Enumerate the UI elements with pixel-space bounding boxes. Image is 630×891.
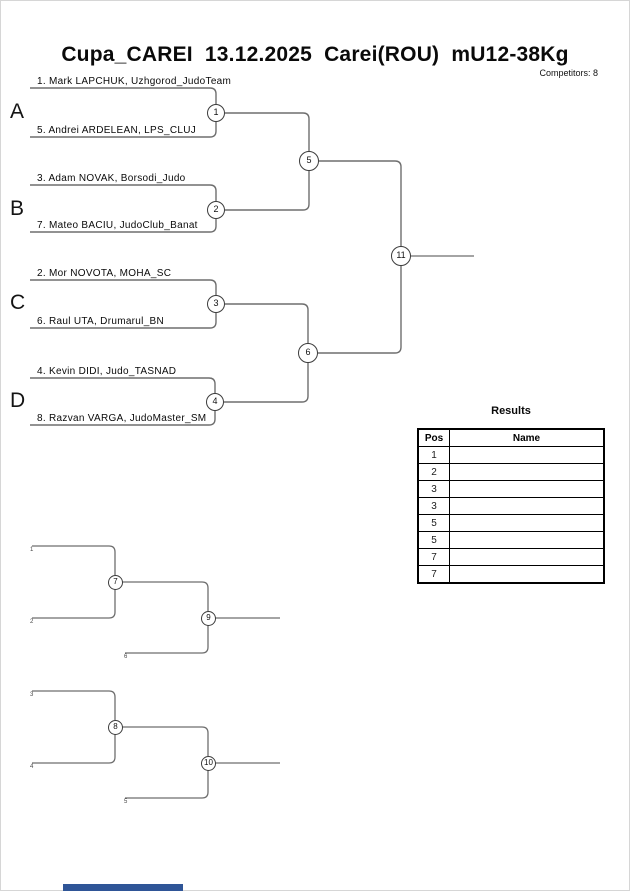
repechage2-line-bottom (125, 770, 209, 799)
match-circle-10: 10 (201, 756, 216, 771)
repechage-slot-label: 5 (124, 799, 128, 805)
competitor-name: 1. Mark LAPCHUK, Uzhgorod_JudoTeam (37, 76, 232, 87)
results-row: 1 (417, 446, 605, 464)
repechage1-line-top (32, 545, 116, 575)
repechage2-line-top (32, 690, 116, 720)
competitor-name: 2. Mor NOVOTA, MOHA_SC (37, 268, 172, 279)
competitor-name: 4. Kevin DIDI, Judo_TASNAD (37, 366, 177, 377)
competitor-name: 5. Andrei ARDELEAN, LPS_CLUJ (37, 125, 197, 136)
results-pos-cell: 3 (417, 480, 450, 498)
bracket-line-d-bottom (30, 411, 216, 426)
bracket-line-a-bottom (30, 122, 217, 138)
section-letter-d: D (10, 389, 26, 412)
footer-blue-bar (63, 884, 183, 891)
section-letter-b: B (10, 197, 25, 220)
results-name-cell (449, 514, 605, 532)
match-circle-3: 3 (207, 295, 225, 313)
results-row: 2 (417, 463, 605, 481)
results-row: 7 (417, 548, 605, 566)
results-name-cell (449, 565, 605, 584)
bracket-line-c-out (225, 303, 309, 343)
bracket-line-d-top (30, 377, 216, 393)
results-name-cell (449, 463, 605, 481)
repechage-slot-label: 6 (124, 654, 128, 660)
competitor-name: 7. Mateo BACIU, JudoClub_Banat (37, 220, 198, 231)
bracket-line-a-out (225, 112, 310, 151)
results-table: Pos Name 1 2 3 3 5 5 7 (417, 428, 605, 584)
match-circle-4: 4 (206, 393, 224, 411)
match-circle-11-final: 11 (391, 246, 411, 266)
repechage-slot-label: 2 (30, 619, 34, 625)
bracket-line-b-bottom (30, 219, 217, 233)
results-pos-cell: 3 (417, 497, 450, 515)
match-circle-2: 2 (207, 201, 225, 219)
bracket-line-c-bottom (30, 313, 217, 329)
results-name-cell (449, 548, 605, 566)
competitor-name: 8. Razvan VARGA, JudoMaster_SM (37, 413, 207, 424)
bracket-line-d-out (224, 363, 309, 403)
page-title: Cupa_CAREI 13.12.2025 Carei(ROU) mU12-38… (61, 43, 569, 66)
bracket-line-c-top (30, 279, 217, 295)
repechage1-line-bottom (125, 625, 209, 654)
competitor-name: 3. Adam NOVAK, Borsodi_Judo (37, 173, 186, 184)
repechage-slot-label: 4 (30, 764, 34, 770)
results-name-cell (449, 497, 605, 515)
results-row: 5 (417, 531, 605, 549)
results-col-name: Name (449, 428, 605, 447)
repechage2-line-mid (32, 734, 116, 764)
match-circle-6: 6 (298, 343, 318, 363)
bracket-line-sf6-out (318, 266, 402, 354)
match-circle-9: 9 (201, 611, 216, 626)
bracket-line-b-top (30, 184, 217, 201)
results-row: 3 (417, 497, 605, 515)
results-row: 3 (417, 480, 605, 498)
bracket-line-sf5-out (319, 160, 402, 246)
results-col-pos: Pos (417, 428, 450, 447)
repechage-slot-label: 3 (30, 692, 34, 698)
repechage1-line-mid (32, 589, 116, 619)
results-name-cell (449, 446, 605, 464)
results-pos-cell: 5 (417, 531, 450, 549)
results-pos-cell: 5 (417, 514, 450, 532)
match-circle-1: 1 (207, 104, 225, 122)
results-name-cell (449, 531, 605, 549)
results-pos-cell: 7 (417, 565, 450, 584)
results-pos-cell: 2 (417, 463, 450, 481)
match-circle-8: 8 (108, 720, 123, 735)
competitors-count: Competitors: 8 (539, 68, 598, 78)
results-header-row: Pos Name (417, 428, 605, 447)
results-row: 7 (417, 565, 605, 584)
section-letter-c: C (10, 291, 26, 314)
results-pos-cell: 7 (417, 548, 450, 566)
results-title: Results (491, 405, 531, 417)
match-circle-7: 7 (108, 575, 123, 590)
results-name-cell (449, 480, 605, 498)
results-row: 5 (417, 514, 605, 532)
repechage-slot-label: 1 (30, 547, 34, 553)
section-letter-a: A (10, 100, 25, 123)
repechage1-line-out (122, 581, 209, 611)
match-circle-5: 5 (299, 151, 319, 171)
results-pos-cell: 1 (417, 446, 450, 464)
bracket-line-b-out (225, 171, 310, 211)
competitor-name: 6. Raul UTA, Drumarul_BN (37, 316, 165, 327)
repechage2-line-out (122, 726, 209, 756)
bracket-line-a-top (30, 87, 217, 104)
